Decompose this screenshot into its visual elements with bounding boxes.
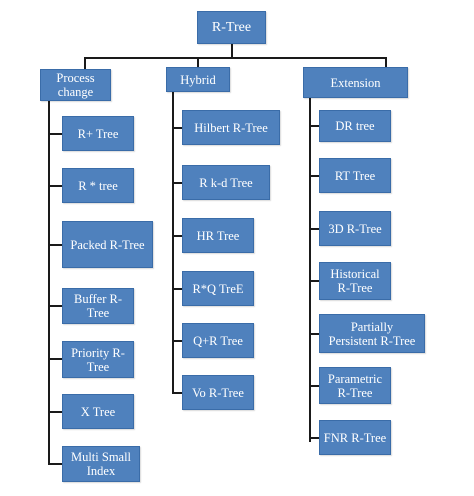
spine-process-change	[48, 100, 50, 464]
stem-hybrid	[197, 57, 199, 67]
branch-hybrid-3	[172, 235, 182, 237]
item-process-change-6: X Tree	[62, 394, 134, 429]
top-bus	[84, 57, 387, 59]
branch-process-change-1	[48, 133, 62, 135]
item-process-change-2: R * tree	[62, 168, 134, 203]
branch-extension-6	[309, 385, 319, 387]
branch-process-change-6	[48, 411, 62, 413]
branch-hybrid-2	[172, 182, 182, 184]
item-hybrid-3: HR Tree	[182, 218, 254, 253]
branch-extension-3	[309, 228, 319, 230]
category-process-change: Process change	[40, 69, 111, 101]
item-extension-2: RT Tree	[319, 158, 391, 193]
item-hybrid-6: Vo R-Tree	[182, 375, 254, 410]
branch-extension-5	[309, 333, 319, 335]
item-hybrid-4: R*Q TreE	[182, 271, 254, 306]
branch-process-change-7	[48, 463, 62, 465]
item-hybrid-1: Hilbert R-Tree	[182, 110, 280, 145]
branch-extension-7	[309, 437, 319, 439]
branch-hybrid-6	[172, 392, 182, 394]
category-extension: Extension	[303, 67, 408, 98]
item-process-change-3: Packed R-Tree	[62, 221, 153, 268]
item-process-change-1: R+ Tree	[62, 116, 134, 151]
root-stem	[231, 44, 233, 58]
item-extension-5: Partially Persistent R-Tree	[319, 314, 425, 353]
branch-hybrid-1	[172, 127, 182, 129]
item-hybrid-5: Q+R Tree	[182, 323, 254, 358]
spine-hybrid	[172, 92, 174, 394]
item-process-change-4: Buffer R- Tree	[62, 288, 134, 324]
root-node: R-Tree	[197, 11, 266, 44]
branch-extension-4	[309, 280, 319, 282]
item-extension-3: 3D R-Tree	[319, 211, 391, 246]
spine-extension	[309, 98, 311, 442]
branch-process-change-2	[48, 185, 62, 187]
stem-extension	[385, 57, 387, 67]
item-extension-7: FNR R-Tree	[319, 420, 391, 455]
branch-process-change-5	[48, 358, 62, 360]
branch-process-change-3	[48, 244, 62, 246]
stem-process-change	[84, 57, 86, 69]
item-extension-1: DR tree	[319, 110, 391, 142]
branch-hybrid-4	[172, 288, 182, 290]
branch-extension-2	[309, 175, 319, 177]
category-hybrid: Hybrid	[166, 67, 230, 92]
branch-process-change-4	[48, 305, 62, 307]
branch-extension-1	[309, 125, 319, 127]
branch-hybrid-5	[172, 340, 182, 342]
item-process-change-5: Priority R- Tree	[62, 341, 134, 378]
item-extension-6: Parametric R-Tree	[319, 367, 391, 404]
item-hybrid-2: R k-d Tree	[182, 165, 270, 200]
item-extension-4: Historical R-Tree	[319, 262, 391, 300]
item-process-change-7: Multi Small Index	[62, 446, 140, 482]
